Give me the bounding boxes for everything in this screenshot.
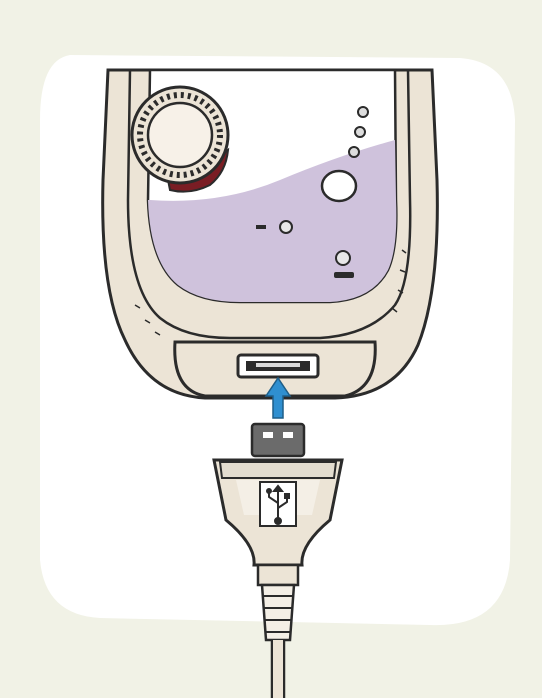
mini-button — [280, 221, 292, 233]
device-main-button — [322, 171, 356, 201]
indicator-light-3 — [349, 147, 359, 157]
usb-plug-metal — [252, 424, 304, 456]
usb-cable-wire-fill — [273, 640, 283, 698]
usb-cable-head-grip — [220, 462, 336, 478]
usb-plug-slot-2 — [283, 432, 293, 438]
indicator-light-1 — [358, 107, 368, 117]
dial-face — [148, 103, 212, 167]
cable-neck — [258, 565, 298, 585]
power-button — [336, 251, 350, 265]
power-slot — [334, 272, 354, 278]
mini-slot — [256, 225, 266, 229]
usb-port-contact — [256, 363, 300, 367]
indicator-light-2 — [355, 127, 365, 137]
usb-plug-slot-1 — [263, 432, 273, 438]
